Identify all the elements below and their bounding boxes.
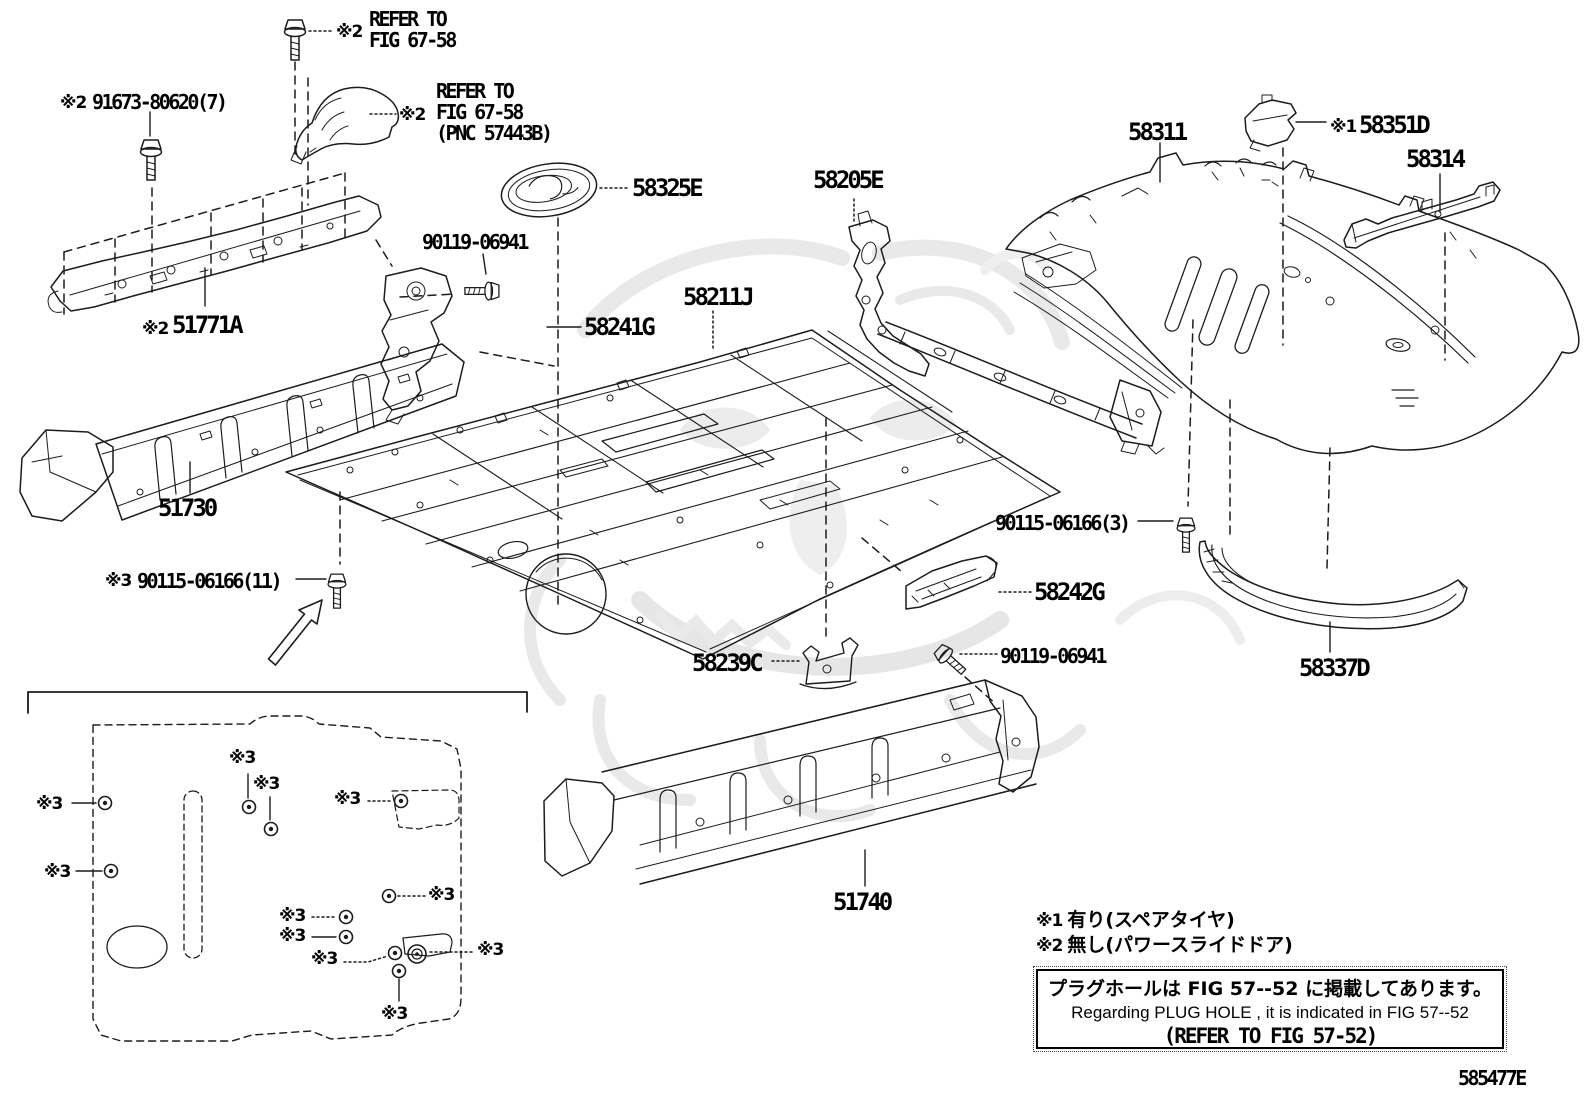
- watermark-graphic: [524, 238, 1245, 823]
- plug-hole-note-box: プラグホールは FIG 57--52 に掲載してあります。 Regarding …: [1033, 966, 1507, 1052]
- part-label-58337d: 58337D: [1299, 654, 1371, 682]
- ref-mark: ※2: [1036, 936, 1063, 956]
- part-51771a-drawing: [47, 195, 382, 313]
- part-label-90115-06166-11: 90115-06166(11): [137, 569, 283, 593]
- part-label-58311: 58311: [1128, 118, 1188, 146]
- part-label-90119-06941-top: 90119-06941: [422, 230, 529, 254]
- footnote-1: ※1 有り(スペアタイヤ): [1036, 905, 1235, 932]
- part-58311-drawing: [1005, 152, 1580, 455]
- refer-note-line: FIG 67-58: [436, 100, 524, 124]
- ref-mark-inset: ※3: [279, 926, 306, 946]
- part-label-58211j: 58211J: [683, 283, 755, 311]
- part-58205e-drawing: [848, 210, 1165, 455]
- ref-mark: ※1: [1036, 911, 1063, 931]
- ref-mark-inset: ※3: [279, 906, 306, 926]
- refer-note-line: REFER TO: [369, 7, 448, 31]
- direction-arrow: [267, 599, 323, 666]
- plug-note-en: Regarding PLUG HOLE , it is indicated in…: [1071, 1003, 1469, 1022]
- part-label-90119-06941-bottom: 90119-06941: [1000, 644, 1107, 668]
- part-label-51740: 51740: [833, 888, 893, 916]
- ref-mark-inset: ※3: [428, 885, 455, 905]
- leader-lines-dotted: [308, 30, 1032, 963]
- ref-mark: ※2: [60, 93, 87, 113]
- part-58242g-drawing: [905, 555, 998, 610]
- part-58314-drawing: [1343, 181, 1501, 249]
- footnote-2-text: 無し(パワースライドドア): [1067, 934, 1293, 956]
- ref-mark-inset: ※3: [381, 1004, 408, 1024]
- refer-note-line: REFER TO: [436, 79, 515, 103]
- ref-mark-inset: ※3: [477, 940, 504, 960]
- part-label-58205e: 58205E: [813, 166, 885, 194]
- ref-mark: ※3: [105, 571, 132, 591]
- part-label-90115-06166-3: 90115-06166(3): [995, 511, 1131, 535]
- part-label-91673-80620: 91673-80620(7): [92, 90, 228, 114]
- refer-note-mid: REFER TO FIG 67-58 (PNC 57443B): [436, 79, 553, 145]
- plug-note-jp: プラグホールは FIG 57--52 に掲載してあります。: [1047, 978, 1493, 1000]
- part-label-58351d: 58351D: [1359, 111, 1431, 139]
- footnote-2: ※2 無し(パワースライドドア): [1036, 930, 1293, 957]
- part-58337d-drawing: [1198, 540, 1468, 630]
- inset-plan-view: [27, 691, 528, 1042]
- part-58351d-drawing: [1244, 94, 1297, 152]
- clamp-57443b-drawing: [290, 86, 400, 165]
- ref-mark: ※2: [399, 105, 426, 125]
- part-58211j-drawing: [285, 329, 1061, 660]
- part-label-58241g: 58241G: [584, 313, 656, 341]
- ref-mark-inset: ※3: [229, 748, 256, 768]
- refer-note-line: FIG 67-58: [369, 28, 457, 52]
- part-label-58242g: 58242G: [1034, 578, 1106, 606]
- part-58325e-drawing: [500, 162, 598, 218]
- body-mount-bracket-drawing: [380, 267, 453, 425]
- ref-mark-inset: ※3: [44, 862, 71, 882]
- dashed-construction-lines: [63, 61, 1446, 705]
- part-label-51771a: 51771A: [172, 311, 244, 339]
- part-label-58314: 58314: [1406, 145, 1466, 173]
- part-label-58325e: 58325E: [632, 174, 704, 202]
- drawing-code: 585477E: [1458, 1066, 1527, 1090]
- footnote-1-text: 有り(スペアタイヤ): [1067, 909, 1235, 931]
- ref-mark-inset: ※3: [36, 794, 63, 814]
- ref-mark: ※1: [1330, 117, 1357, 137]
- ref-mark-inset: ※3: [311, 949, 338, 969]
- part-label-51730: 51730: [158, 494, 218, 522]
- refer-note-line: (PNC 57443B): [436, 121, 553, 145]
- ref-mark: ※2: [336, 22, 363, 42]
- ref-mark-inset: ※3: [253, 774, 280, 794]
- part-51740-drawing: [543, 679, 1040, 885]
- part-58239c-drawing: [799, 637, 859, 690]
- part-label-58239c: 58239C: [692, 649, 764, 677]
- refer-note-top: REFER TO FIG 67-58: [369, 7, 457, 52]
- part-51730-drawing: [19, 343, 465, 522]
- plug-note-ref: (REFER TO FIG 57-52): [1163, 1024, 1379, 1048]
- ref-mark: ※2: [142, 319, 169, 339]
- ref-mark-inset: ※3: [334, 789, 361, 809]
